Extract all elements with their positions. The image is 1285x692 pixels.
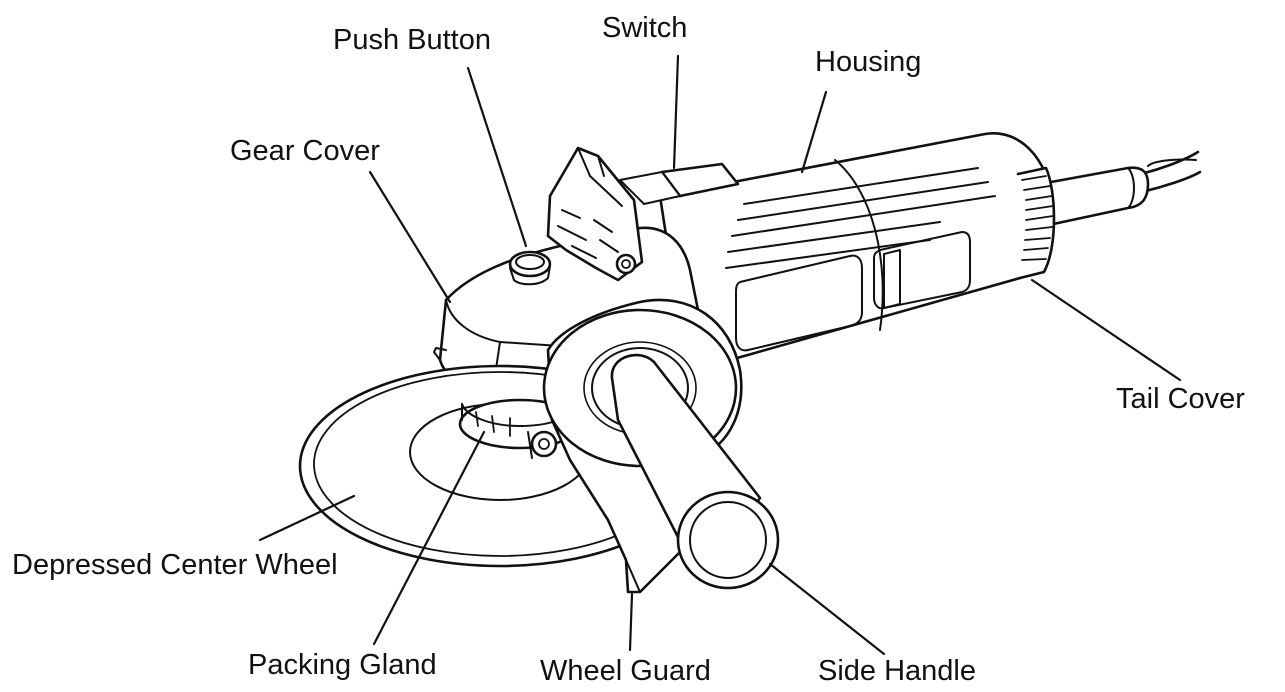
label-side-handle: Side Handle	[818, 655, 976, 687]
leader-lines	[258, 54, 1182, 656]
vent-bracket	[546, 146, 644, 282]
label-switch: Switch	[602, 12, 688, 44]
label-packing-gland: Packing Gland	[248, 649, 437, 681]
label-gear-cover: Gear Cover	[230, 135, 380, 167]
switch-slider	[619, 162, 740, 205]
cord-strain-relief	[1038, 166, 1150, 228]
leader-switch	[672, 54, 680, 170]
leader-side-handle	[768, 562, 886, 656]
leader-tail-cover	[1030, 278, 1182, 382]
leader-packing-gland	[372, 430, 486, 646]
tail-cover	[1016, 166, 1056, 280]
label-tail-cover: Tail Cover	[1116, 383, 1245, 415]
leader-push-button	[466, 66, 528, 248]
leader-gear-cover	[368, 170, 452, 304]
label-depressed-center-wheel: Depressed Center Wheel	[12, 549, 338, 581]
side-handle	[610, 353, 780, 590]
label-wheel-guard: Wheel Guard	[540, 655, 711, 687]
push-button	[508, 250, 552, 286]
leader-housing	[800, 90, 828, 174]
leader-wheel-guard	[628, 592, 634, 652]
label-housing: Housing	[815, 46, 922, 78]
label-push-button: Push Button	[333, 24, 491, 56]
leader-depressed-center-wheel	[258, 494, 356, 542]
